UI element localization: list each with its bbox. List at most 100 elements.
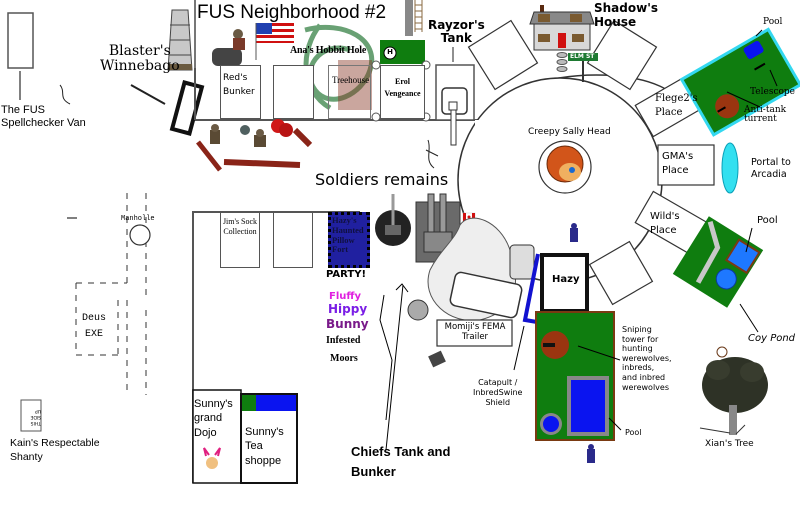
blasters-line-1: Blaster's [108,43,171,59]
xians-tree-label: Xian's Tree [705,439,754,449]
stone-tower-icon [167,9,193,71]
soldiers-remains-label: Soldiers remains [315,170,449,189]
deus-exe-label: Deus EXE [82,311,106,343]
sniping-line-2: tower for [622,334,659,344]
sunny-dojo-label: Sunny's grand Dojo [194,397,233,440]
manhole[interactable] [129,224,151,246]
rayzors-line-2: Tank [440,30,473,45]
sunny-dojo-lot[interactable] [192,389,242,484]
moors-label: Moors [330,353,358,364]
catapult-line-3: Shield [485,398,511,407]
chiefs-line-1: Chiefs Tank and [351,444,451,459]
reds-line-2: Bunker [223,87,255,98]
soldier-icon [570,223,595,463]
portal-label: Portal to Arcadia [751,157,791,182]
gma-lot[interactable] [657,144,715,186]
infested-label: Infested [326,335,361,346]
us-flag-icon [255,23,294,60]
reds-line-1: Red's [223,73,248,83]
momiji-line-1: Momiji's FEMA [444,322,506,332]
dojo-line-3: Dojo [194,426,217,439]
sniping-line-7: werewolves [622,382,669,392]
momiji-label: Momiji's FEMA Trailer [438,322,512,343]
railroad-track [414,0,423,32]
sally-head-icon [546,145,584,183]
chiefs-tank-label: Chiefs Tank and Bunker [351,442,450,482]
pillow-line-4: Fort [332,244,349,255]
hazy-label: Hazy [552,274,580,285]
sniping-tower-label: Sniping tower for hunting werewolves, in… [622,325,672,392]
catapult-shield[interactable] [522,253,540,324]
empty-lot-top[interactable] [273,65,314,119]
pillow-fort-label: Hazy's Haunted Pillow Fort [332,215,364,255]
anti-tank-line-2: turrent [744,114,777,125]
portal-to-arcadia[interactable] [721,142,739,194]
erol-vengeance-lot[interactable] [380,65,425,119]
spellchecker-van-lot[interactable] [7,12,34,69]
pool-e-label: Pool [757,215,778,226]
tea-line-1: Sunny's [245,426,284,438]
spellchecker-van-label: The FUS Spellchecker Van [1,104,96,129]
flege2-line-1: Flege2's [655,93,698,104]
sniping-line-1: Sniping [622,325,652,334]
tree-icon [699,346,768,435]
kain-line-1: Kain's Respectable [10,437,100,449]
treehouse-trunk [338,60,372,110]
page-title: FUS Neighborhood #2 [197,2,387,23]
fema-trailer-sketch [407,217,535,368]
dojo-line-2: grand [194,412,223,425]
deus-line-1: Deus [82,313,107,324]
anas-hobbit-hole-label: Ana's Hobbit Hole [290,45,367,56]
winnebago[interactable] [169,80,205,136]
party-label: PARTY! [326,269,367,280]
treehouse-label: Treehouse [332,75,370,85]
reds-bunker-lot[interactable] [220,65,261,119]
soldier-bunker-group [196,119,313,172]
tea-line-3: shoppe [245,454,282,467]
shadows-line-2: House [594,15,637,30]
lot-se[interactable] [588,240,654,306]
erol-vengeance-label: Erol Vengeance [381,76,424,100]
spellchecker-van-text: The FUS Spellchecker Van [1,104,86,129]
wild-line-1: Wild's [650,211,680,222]
flege2-line-2: Place [655,106,683,118]
creepy-sally-label: Creepy Sally Head [528,127,611,137]
helipad-label: H [387,48,393,56]
shadows-line-1: Shadow's [594,1,659,15]
kain-box-line-2: SIDE [30,414,42,420]
lot-nw[interactable] [467,19,539,91]
rayzors-tank-label: Rayzor's Tank [428,19,485,44]
pillow-fort-lot[interactable] [328,212,370,268]
helipad-marker [383,46,397,60]
reds-bunker-label: Red's Bunker [223,71,255,100]
elm-st-sign [568,53,598,61]
hazy-yard[interactable] [535,311,615,441]
portal-line-1: Portal to [751,157,791,168]
jims-sock-label: Jim's Sock Collection [220,217,260,238]
treehouse-lot[interactable] [328,65,371,119]
momiji-line-2: Trailer [461,331,489,342]
sniping-line-4: werewolves, [622,353,672,363]
kain-shanty-box[interactable] [20,399,42,432]
jims-sock-lot[interactable] [220,212,260,268]
winnebago-pointer-line [130,84,166,105]
kain-box-line-1: THIS [30,420,41,425]
hippy-label: Hippy [328,302,368,316]
kain-box-text: THIS SIDE UP [31,407,42,425]
empty-lot-bottom[interactable] [273,212,313,268]
catapult-label: Catapult / InbredSwine Shield [473,378,522,408]
flege2-yard[interactable] [679,27,800,137]
chiefs-line-2: Bunker [351,464,396,480]
rail-pole [405,0,413,36]
wild-label: Wild's Place [650,210,680,237]
momiji-sign[interactable] [436,319,513,347]
house-icon [529,5,595,72]
pool-s-label: Pool [625,428,642,437]
wild-yard[interactable] [672,216,764,308]
anti-tank-line-1: Anti-tank [744,105,787,115]
lot-ne[interactable] [586,19,658,91]
gma-label: GMA's Place [662,150,693,177]
rayzors-line-1: Rayzor's [428,18,485,32]
sniping-line-6: and inbred [622,372,666,382]
